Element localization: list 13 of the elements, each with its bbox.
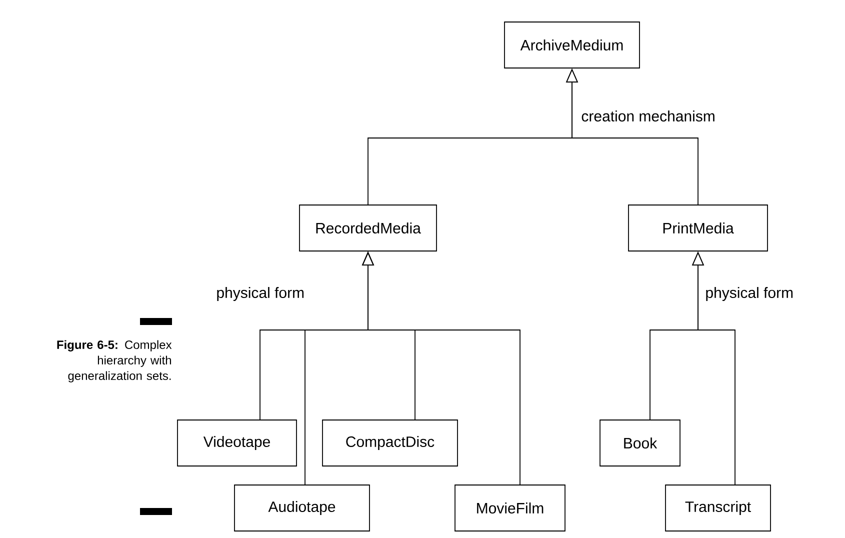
class-box: PrintMedia <box>628 204 768 252</box>
figure-caption: Figure 6-5: Complex hierarchy with generalization sets. <box>57 340 172 382</box>
class-box: Transcript <box>665 484 771 532</box>
set-label: physical form <box>217 287 304 301</box>
class-box: Audiotape <box>234 484 370 532</box>
class-box: RecordedMedia <box>299 204 437 252</box>
class-box: MovieFilm <box>454 484 566 532</box>
set-label: creation mechanism <box>582 110 714 122</box>
class-box: Book <box>600 420 680 466</box>
class-box: Videotape <box>177 420 297 466</box>
class-box: ArchiveMedium <box>504 22 640 68</box>
set-label: physical form <box>706 287 793 301</box>
class-box: CompactDisc <box>322 420 458 466</box>
